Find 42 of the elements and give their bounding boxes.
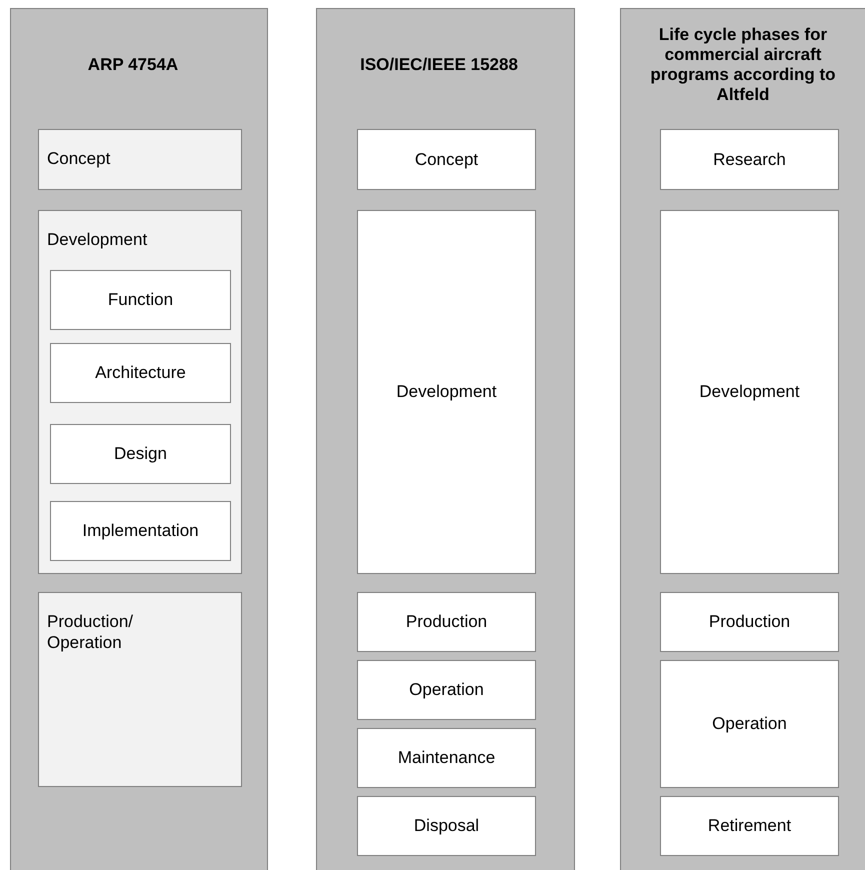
column-panel bbox=[316, 8, 575, 870]
phase-label: Concept bbox=[414, 148, 478, 171]
phase-box bbox=[660, 592, 839, 652]
phase-label: Production bbox=[406, 611, 488, 634]
phase-label: Retirement bbox=[708, 815, 792, 838]
column-panel bbox=[10, 8, 268, 870]
phase-box bbox=[357, 129, 536, 190]
phase-box bbox=[357, 592, 536, 652]
column-title: Life cycle phases for commercial aircraft programs according to Altfeld bbox=[649, 25, 837, 105]
phase-label: Operation bbox=[712, 713, 787, 736]
phase-label: Concept bbox=[47, 148, 112, 169]
phase-label: Operation bbox=[409, 679, 484, 702]
phase-box bbox=[357, 660, 536, 720]
phase-label: Architecture bbox=[95, 362, 186, 384]
column-title: ARP 4754A bbox=[88, 55, 178, 75]
phase-label: Implementation bbox=[82, 520, 199, 542]
phase-label: Maintenance bbox=[398, 747, 496, 770]
phase-box bbox=[357, 210, 536, 574]
phase-label: Development bbox=[699, 381, 800, 404]
phase-label: Research bbox=[713, 148, 786, 171]
phase-label: Production bbox=[708, 611, 790, 634]
phase-label: Function bbox=[108, 289, 174, 312]
phase-label: Development bbox=[47, 229, 148, 250]
phase-label: Disposal bbox=[414, 815, 480, 838]
phase-label: Development bbox=[396, 381, 497, 404]
column-panel bbox=[620, 8, 865, 870]
phase-box bbox=[50, 501, 231, 561]
phase-box bbox=[660, 129, 839, 190]
column-title: ISO/IEC/IEEE 15288 bbox=[360, 55, 518, 75]
phase-box bbox=[50, 270, 231, 330]
phase-box bbox=[357, 796, 536, 856]
phase-label: Design bbox=[114, 443, 167, 466]
phase-label: Production/ Operation bbox=[47, 611, 134, 653]
phase-box bbox=[50, 343, 231, 403]
phase-group-box bbox=[38, 210, 242, 574]
phase-box bbox=[50, 424, 231, 484]
phase-group-box bbox=[38, 592, 242, 787]
phase-group-box bbox=[38, 129, 242, 190]
phase-box bbox=[660, 796, 839, 856]
phase-box bbox=[660, 660, 839, 788]
phase-box bbox=[660, 210, 839, 574]
phase-box bbox=[357, 728, 536, 788]
